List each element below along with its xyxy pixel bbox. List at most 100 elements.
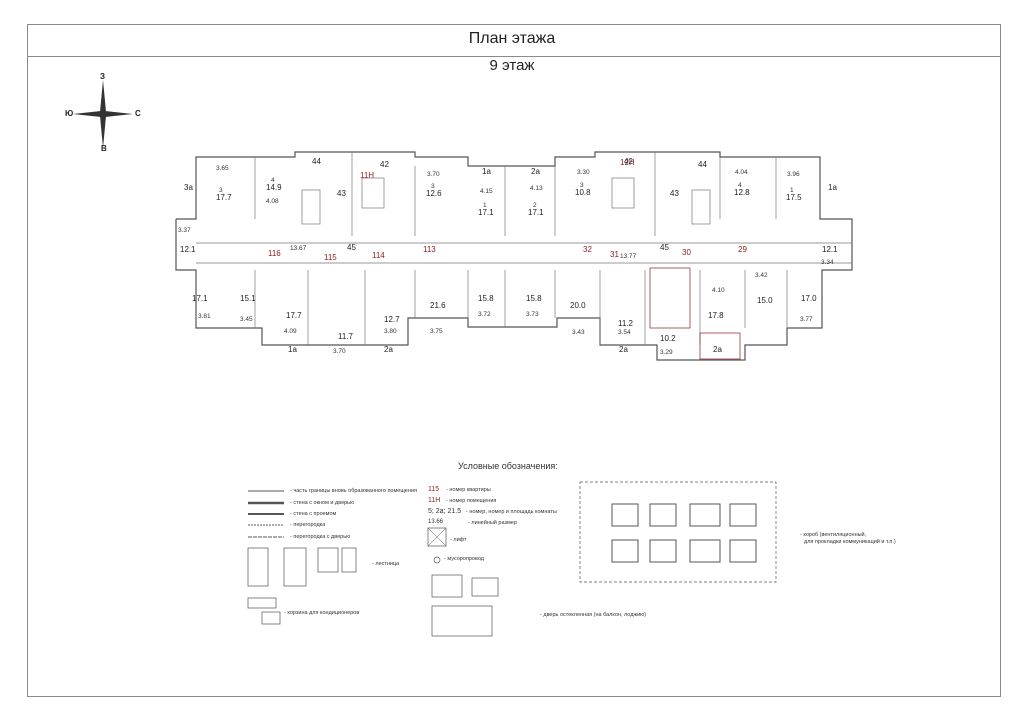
legend-item: - перегородка [290, 522, 326, 528]
room-number: 3 [431, 183, 435, 190]
room-area: 11.2 [618, 319, 634, 328]
room-width: 3.37 [178, 227, 191, 234]
legend-title: Условные обозначения: [458, 461, 558, 471]
room-width: 4.15 [480, 188, 493, 195]
room-width: 3.30 [577, 169, 590, 176]
lift-label: 43 [670, 189, 679, 198]
legend-item: - номер помещения [446, 498, 497, 504]
room-width: 4.08 [266, 198, 279, 205]
lift-label: 42 [380, 160, 389, 169]
room-area: 20.0 [570, 301, 586, 310]
legend-code-premise: 11Н [428, 497, 441, 504]
room-width: 4.10 [712, 287, 725, 294]
room-width: 3.75 [430, 328, 443, 335]
room-width: 4.09 [284, 328, 297, 335]
room-width: 3.72 [478, 311, 491, 318]
room-width: 4.04 [735, 169, 748, 176]
side-rooms: 3.37 12.1 3.34 12.1 [178, 227, 838, 266]
room-width: 3.80 [384, 328, 397, 335]
room-area: 21.6 [430, 301, 446, 310]
legend-code-size: 13.66 [428, 519, 444, 525]
balcony-label: 2а [531, 167, 540, 176]
apartment-113: 113 [423, 245, 436, 254]
balcony-label: 1а [288, 345, 297, 354]
corridor-code-2: 45 [660, 243, 669, 252]
room-area: 12.1 [822, 245, 838, 254]
legend-item: - лестница [372, 561, 400, 567]
bottom-rooms: 3.81 17.1 3.45 15.1 4.09 17.7 3.70 11.7 … [192, 272, 817, 356]
balcony-label: 3а [184, 183, 193, 192]
premise-11h: 11Н [360, 171, 374, 180]
room-width: 3.70 [427, 171, 440, 178]
room-width: 3.29 [660, 349, 673, 356]
room-area: 12.7 [384, 315, 400, 324]
legend-item: - стена с окном и дверью [290, 500, 355, 506]
room-area: 12.6 [426, 189, 442, 198]
lift-labels: 44 42 43 44 42 43 [312, 157, 707, 198]
room-area: 17.5 [786, 193, 802, 202]
legend-item: - дверь остекленная (на балкон, лоджию) [540, 612, 647, 618]
premise-12h: 12Н [620, 158, 635, 167]
legend-symbols [247, 481, 777, 637]
balcony-label: 2а [384, 345, 393, 354]
room-width: 3.77 [800, 316, 813, 323]
corridor-code: 45 [347, 243, 356, 252]
balcony-label: 1а [828, 183, 837, 192]
legend-item: для прокладки коммуникаций и т.п.) [804, 539, 896, 545]
corridor-labels: 13.67 45 13.77 45 [290, 243, 669, 260]
balconies: 1а 2а 1а 2а 2а 2а 3а 1а [184, 167, 837, 354]
room-area: 17.7 [216, 193, 232, 202]
room-number: 4 [738, 182, 742, 189]
apartment-32: 32 [583, 245, 592, 254]
room-width: 3.81 [198, 313, 211, 320]
room-width: 3.96 [787, 171, 800, 178]
room-number: 4 [271, 177, 275, 184]
room-number: 1 [790, 187, 794, 194]
balcony-label: 1а [482, 167, 491, 176]
balcony-label: 2а [713, 345, 722, 354]
lift-label: 44 [698, 160, 707, 169]
room-width: 4.13 [530, 185, 543, 192]
lift-label: 42 [624, 157, 633, 166]
compass-north: З [100, 72, 106, 81]
apartment-116: 116 [268, 249, 281, 258]
inner-partitions [196, 152, 852, 360]
room-area: 17.7 [286, 311, 302, 320]
compass-icon: З В Ю С [63, 72, 143, 154]
room-area: 17.1 [478, 208, 494, 217]
room-area: 17.1 [192, 294, 208, 303]
legend-item: - лифт [450, 537, 467, 543]
room-area: 12.1 [180, 245, 196, 254]
apartment-31: 31 [610, 250, 619, 259]
floor-label: 9 этаж [489, 57, 535, 74]
room-number: 3 [580, 182, 584, 189]
room-area: 15.8 [526, 294, 542, 303]
legend-code-room: 5; 2а; 21.5 [428, 508, 462, 515]
apartment-numbers: 116 115 114 113 32 31 30 29 11Н 12Н [268, 158, 747, 262]
page-title: План этажа [468, 30, 556, 47]
corridor-length-2: 13.77 [620, 253, 637, 260]
room-area: 17.1 [528, 208, 544, 217]
room-width: 3.65 [216, 165, 229, 172]
room-width: 3.54 [618, 329, 631, 336]
apartment-30: 30 [682, 248, 691, 257]
legend-item: - мусоропровод [444, 556, 484, 562]
legend-item: - номер, номер и площадь комнаты [466, 509, 557, 515]
lift-label: 44 [312, 157, 321, 166]
room-width: 3.42 [755, 272, 768, 279]
room-area: 15.8 [478, 294, 494, 303]
compass-south: В [101, 144, 107, 153]
compass-west: Ю [65, 109, 74, 118]
room-area: 12.8 [734, 188, 750, 197]
room-width: 3.73 [526, 311, 539, 318]
room-area: 17.8 [708, 311, 724, 320]
title-band [27, 24, 1001, 57]
legend-item: - часть границы вновь образованного поме… [290, 488, 417, 494]
room-number: 1 [483, 202, 487, 209]
legend-item: - линейный размер [468, 520, 517, 526]
room-width: 3.34 [821, 259, 834, 266]
room-area: 10.8 [575, 188, 591, 197]
apartment-114: 114 [372, 251, 385, 260]
room-area: 14.9 [266, 183, 282, 192]
